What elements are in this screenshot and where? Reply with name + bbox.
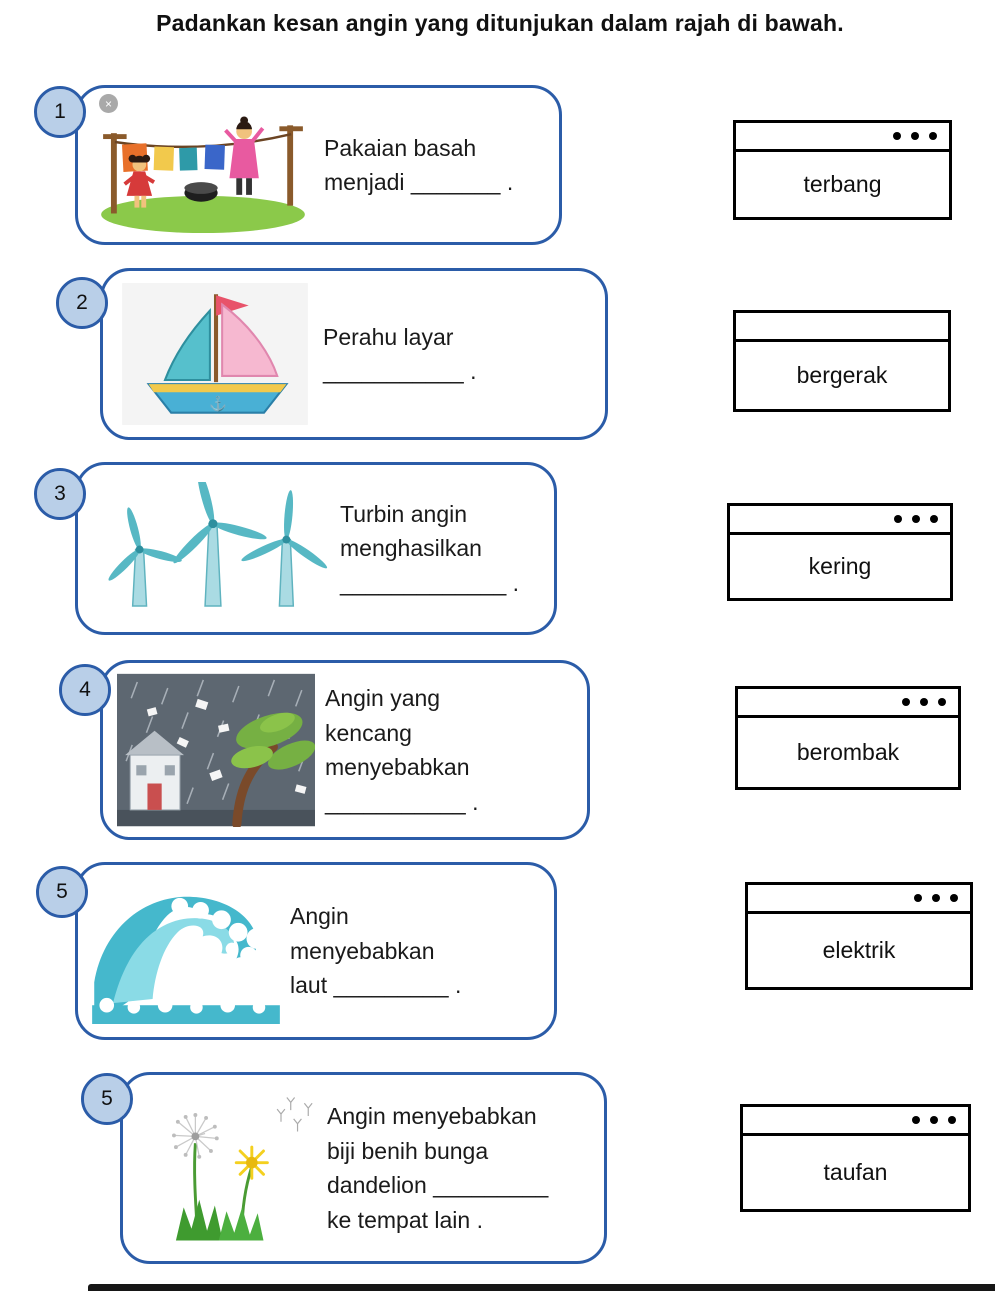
svg-text:⚓: ⚓ [209,396,227,413]
answer-box-terbang[interactable]: terbang [733,120,952,220]
answer-box-berombak[interactable]: berombak [735,686,961,790]
question-5-text: Angin menyebabkan laut _________ . [290,903,462,999]
answer-box-header [730,506,950,535]
answer-box-header [743,1107,968,1136]
question-3-text: Turbin angin menghasilkan _____________ … [340,500,520,596]
question-4-badge: 4 [59,664,111,716]
drag-dots-icon [902,698,946,706]
answer-box-elektrik[interactable]: elektrik [745,882,973,990]
answer-label: terbang [803,171,882,197]
wind-turbines-illustration [108,481,328,607]
answer-box-header [748,885,970,914]
question-1-badge: 1 [34,86,86,138]
ocean-wave-illustration [92,896,280,1024]
answer-box-taufan[interactable]: taufan [740,1104,971,1212]
question-5-badge: 5 [36,866,88,918]
answer-box-bergerak[interactable]: bergerak [733,310,951,412]
answer-label: bergerak [796,362,888,388]
drag-dots-icon [894,515,938,523]
page-title: Padankan kesan angin yang ditunjukan dal… [156,10,844,36]
question-card-2[interactable]: ⚓ Perahu layar ___________ . [100,268,608,440]
question-4-text: Angin yang kencang menyebabkan _________… [325,685,479,815]
answer-box-kering[interactable]: kering [727,503,953,601]
question-6-text: Angin menyebabkan biji benih bunga dande… [327,1103,549,1233]
dandelion-illustration [172,1097,313,1241]
question-2-badge: 2 [56,277,108,329]
next-section-edge [88,1284,995,1291]
question-3-badge: 3 [34,468,86,520]
answer-box-header [736,123,949,152]
answer-label: berombak [796,739,900,765]
question-card-6[interactable]: Angin menyebabkan biji benih bunga dande… [120,1072,607,1264]
answer-label: taufan [823,1159,888,1185]
answer-box-header [736,313,948,342]
question-card-4[interactable]: Angin yang kencang menyebabkan _________… [100,660,590,840]
question-2-text: Perahu layar ___________ . [323,323,477,385]
question-card-1[interactable]: Pakaian basah menjadi _______ . [75,85,562,245]
storm-illustration [117,673,315,827]
question-card-3[interactable]: Turbin angin menghasilkan _____________ … [75,462,557,635]
close-icon[interactable]: × [99,94,118,113]
answer-label: elektrik [822,937,896,963]
answer-label: kering [808,553,872,579]
question-card-5[interactable]: Angin menyebabkan laut _________ . [75,862,557,1040]
answer-box-header [738,689,958,718]
drag-dots-icon [912,1116,956,1124]
drag-dots-icon [914,894,958,902]
drag-dots-icon [893,132,937,140]
question-6-badge: 5 [81,1073,133,1125]
question-1-text: Pakaian basah menjadi _______ . [324,134,514,196]
sailboat-illustration: ⚓ [122,283,308,425]
clothesline-illustration [101,116,305,234]
